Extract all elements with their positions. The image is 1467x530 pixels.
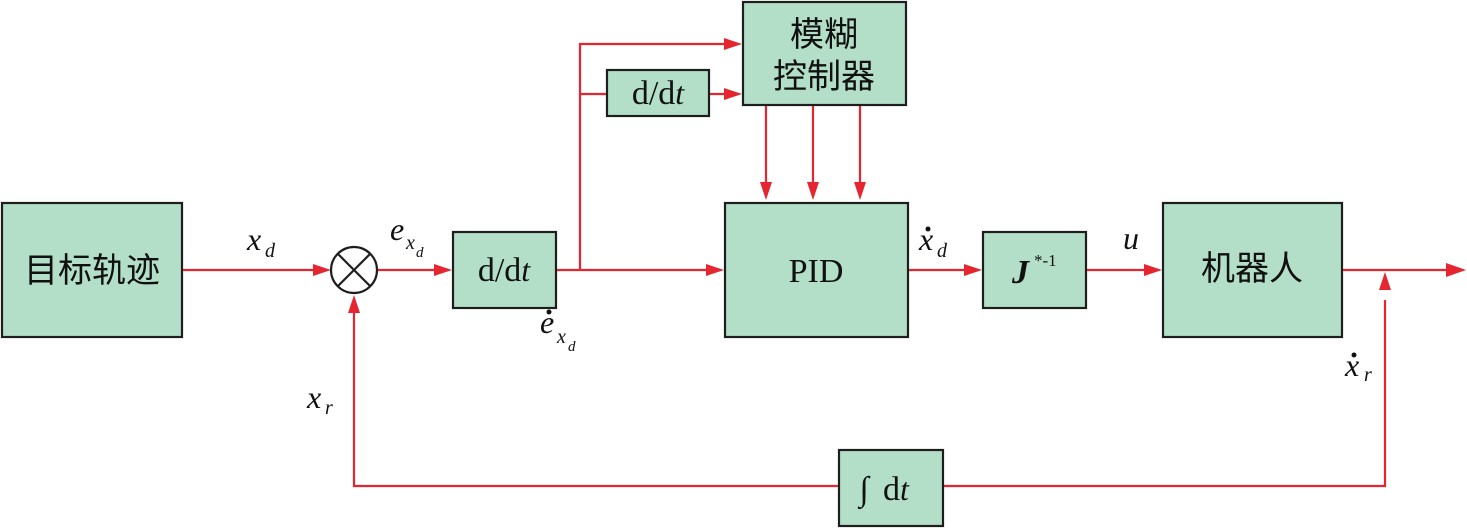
- wire-feedback-in: [352, 310, 839, 488]
- arrow-head: [348, 295, 360, 313]
- wire-branch-up: [578, 42, 728, 270]
- label-exd-sub: x: [405, 232, 415, 254]
- arrow-head: [760, 182, 772, 200]
- signal-wires: [182, 38, 1466, 488]
- derivative-dot: [1351, 352, 1357, 358]
- derivative-upper-var: t: [675, 75, 685, 111]
- jacobian-label: J: [1011, 254, 1030, 291]
- arrow-head: [434, 264, 452, 276]
- svg-text:dt: dt: [883, 471, 910, 508]
- label-u: u: [1123, 220, 1139, 256]
- integral-var: t: [900, 471, 910, 507]
- derivative-block-main: d/dt: [451, 230, 558, 310]
- pid-block: PID: [723, 201, 910, 339]
- label-xd-dot: x: [918, 221, 933, 257]
- fuzzy-controller-block: 模糊 控制器: [741, 0, 908, 107]
- arrow-head: [724, 88, 742, 100]
- label-xr: x: [306, 379, 321, 415]
- arrow-head: [1379, 272, 1391, 290]
- arrow-head: [706, 264, 724, 276]
- jacobian-inverse-block: J *-1: [981, 230, 1088, 310]
- arrow-head: [724, 38, 742, 50]
- arrow-head: [1446, 263, 1466, 277]
- target-trajectory-label: 目标轨迹: [24, 251, 160, 291]
- wire-feedback-out: [943, 300, 1387, 488]
- label-xd-sub: d: [265, 240, 276, 262]
- label-exd-dot: e: [540, 304, 554, 340]
- svg-text:d/dt: d/dt: [478, 252, 531, 289]
- integrator-block: ∫ dt: [837, 448, 945, 528]
- arrow-head: [964, 264, 982, 276]
- arrow-head: [1144, 264, 1162, 276]
- integral-d: d: [883, 471, 900, 508]
- label-xr-dot: x: [1344, 347, 1359, 383]
- fuzzy-controller-line2: 控制器: [773, 57, 875, 97]
- robot-block: 机器人: [1161, 201, 1344, 339]
- arrow-head: [807, 182, 819, 200]
- robot-label: 机器人: [1201, 249, 1303, 289]
- label-exd-dot-subsub: d: [568, 339, 576, 355]
- label-exd: e: [390, 211, 404, 247]
- derivative-upper-label: d/d: [632, 75, 675, 112]
- derivative-dot: [925, 226, 931, 232]
- label-exd-subsub: d: [416, 245, 424, 261]
- arrow-head: [313, 264, 331, 276]
- pid-label: PID: [789, 253, 844, 290]
- label-xd: x: [246, 221, 261, 257]
- arrow-head: [854, 182, 866, 200]
- integral-symbol: ∫: [857, 471, 871, 510]
- derivative-block-upper: d/dt: [605, 68, 711, 118]
- summing-junction: [329, 245, 379, 295]
- derivative-dot: [546, 309, 552, 315]
- label-xr-sub: r: [325, 397, 333, 419]
- label-exd-dot-sub: x: [556, 326, 566, 348]
- svg-text:d/dt: d/dt: [632, 75, 685, 112]
- target-trajectory-block: 目标轨迹: [0, 201, 184, 339]
- label-xd-dot-sub: d: [937, 240, 948, 262]
- derivative-main-label: d/d: [478, 252, 521, 289]
- fuzzy-controller-line1: 模糊: [790, 15, 858, 55]
- label-xr-dot-sub: r: [1364, 364, 1372, 386]
- jacobian-superscript: *-1: [1034, 251, 1057, 270]
- derivative-main-var: t: [521, 252, 531, 288]
- signal-labels: x d e x d e x d x d u x r x r: [246, 211, 1372, 419]
